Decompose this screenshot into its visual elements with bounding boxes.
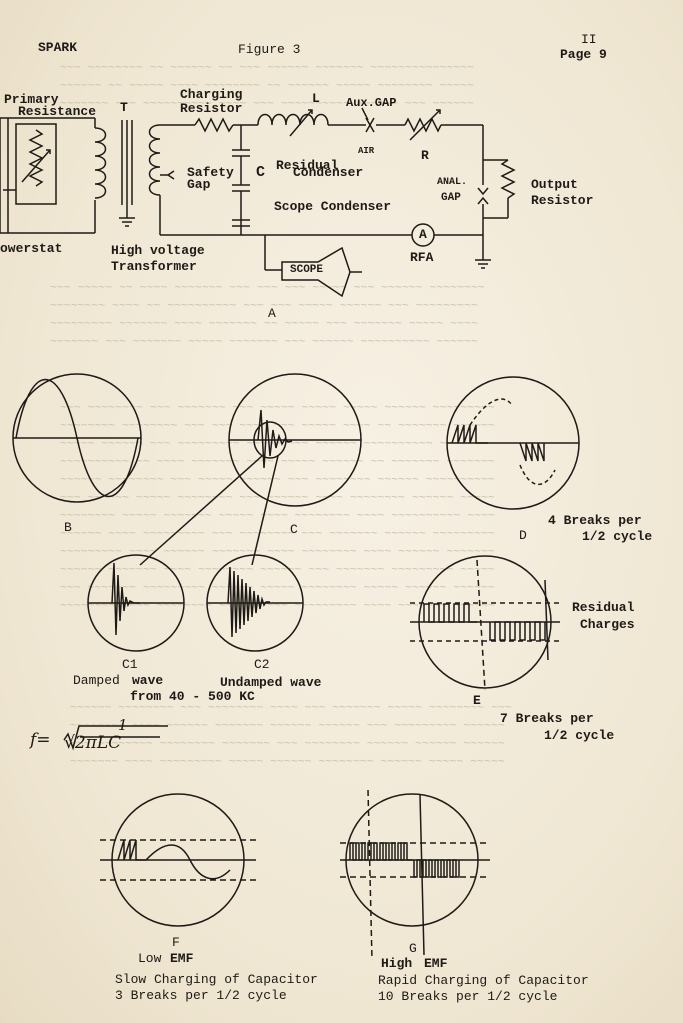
bleed-through-text-2: ~~~ ~~~~~ ~~ ~~~~ ~~~~~~~ ~~~ ~~~ ~~~ ~~… (50, 282, 485, 349)
caption-f-line-1: Slow Charging of Capacitor (115, 972, 318, 987)
formula-denominator: √2πLC (64, 733, 122, 753)
note-d-2: 1/2 cycle (582, 529, 653, 544)
bleed-through-text-4: ~~~~~~ ~~~~~~~~ ~~~ ~~~~~~~~ ~~~~ ~~~ ~~… (70, 702, 512, 769)
caption-c: C (290, 522, 298, 537)
header-left: SPARK (38, 40, 78, 55)
label-hv-transformer: Transformer (111, 259, 197, 274)
note-g-emf: EMF (424, 956, 448, 971)
label-scope: SCOPE (290, 264, 324, 276)
note-e-2: Charges (580, 617, 635, 632)
caption-f-line-2: 3 Breaks per 1/2 cycle (115, 988, 287, 1003)
label-residual: Residual (276, 158, 339, 173)
scope-e-trace (410, 555, 560, 691)
caption-e: E (473, 693, 481, 708)
resistor-r-symbol (404, 117, 442, 133)
label-resistance: Resistance (18, 104, 97, 119)
charging-resistor-symbol (194, 117, 234, 133)
label-air: AIR (358, 146, 375, 156)
label-l: L (312, 91, 320, 106)
label-charging-resistor: Resistor (180, 101, 243, 116)
label-primary: Primary (4, 92, 59, 107)
note-e-4: 1/2 cycle (544, 728, 615, 743)
note-f-emf-low: Low (138, 951, 162, 966)
formula-lhs: f= (30, 730, 51, 750)
scope-d-trace (446, 376, 580, 510)
label-transformer-t: T (120, 100, 128, 115)
label-safety-gap: Gap (187, 177, 211, 192)
formula-radical (63, 725, 168, 751)
caption-g-line-2: 10 Breaks per 1/2 cycle (378, 989, 558, 1004)
label-rfa: RFA (410, 250, 434, 265)
label-powerstat: owerstat (0, 241, 63, 256)
note-f-emf: EMF (170, 951, 194, 966)
label-output-resistor: Resistor (531, 193, 594, 208)
caption-a: A (268, 306, 276, 321)
label-output: Output (531, 177, 578, 192)
caption-d: D (519, 528, 527, 543)
caption-g: G (409, 941, 417, 956)
note-g-emf-high: High (381, 956, 413, 971)
label-charging: Charging (180, 87, 243, 102)
scope-c-trace (228, 373, 362, 507)
aux-gap-symbol (365, 117, 375, 133)
label-residual-condenser: Condenser (293, 165, 364, 180)
note-c1-2: from 40 - 500 KC (130, 689, 255, 704)
note-e-1: Residual (572, 600, 635, 615)
label-safety: Safety (187, 165, 234, 180)
label-c: C (256, 164, 266, 181)
anal-gap-symbol (477, 187, 489, 205)
label-r: R (421, 148, 429, 163)
formula-numerator: 1 (118, 716, 128, 734)
caption-c2: C2 (254, 657, 270, 672)
page-number: Page 9 (560, 47, 607, 62)
scope-f-trace (100, 793, 256, 927)
caption-f: F (172, 935, 180, 950)
label-aux-gap: Aux.GAP (346, 96, 397, 110)
output-resistor-symbol (500, 159, 516, 199)
scope-b-trace (12, 373, 142, 503)
note-c1-1: Damped (73, 673, 120, 688)
label-anal: ANAL. (437, 177, 468, 188)
note-c2: Undamped wave (220, 675, 322, 690)
primary-resistance-symbol (0, 117, 95, 234)
scope-g-trace (340, 789, 490, 961)
caption-c1: C1 (122, 657, 138, 672)
section-number: II (581, 32, 597, 47)
scope-c1-trace (87, 554, 185, 652)
label-anal-gap: GAP (441, 192, 461, 204)
caption-b: B (64, 520, 72, 535)
scope-tube-symbol (281, 246, 351, 298)
note-d-1: 4 Breaks per (548, 513, 642, 528)
scope-c2-trace (206, 554, 304, 652)
note-c1-wave: wave (132, 673, 164, 688)
note-e-3: 7 Breaks per (500, 711, 594, 726)
label-scope-condenser: Scope Condenser (274, 199, 392, 214)
inductor-l-symbol (257, 113, 329, 126)
label-meter-a: A (419, 227, 427, 242)
safety-gap-symbol (167, 170, 175, 180)
bleed-through-text: ~~~ ~~~~~~~~ ~~ ~~~~~~ ~~ ~~~ ~~~~~~ ~~~… (60, 62, 475, 111)
caption-g-line-1: Rapid Charging of Capacitor (378, 973, 589, 988)
figure-title: Figure 3 (238, 42, 301, 57)
label-high-voltage: High voltage (111, 243, 205, 258)
transformer-symbol (94, 118, 161, 233)
